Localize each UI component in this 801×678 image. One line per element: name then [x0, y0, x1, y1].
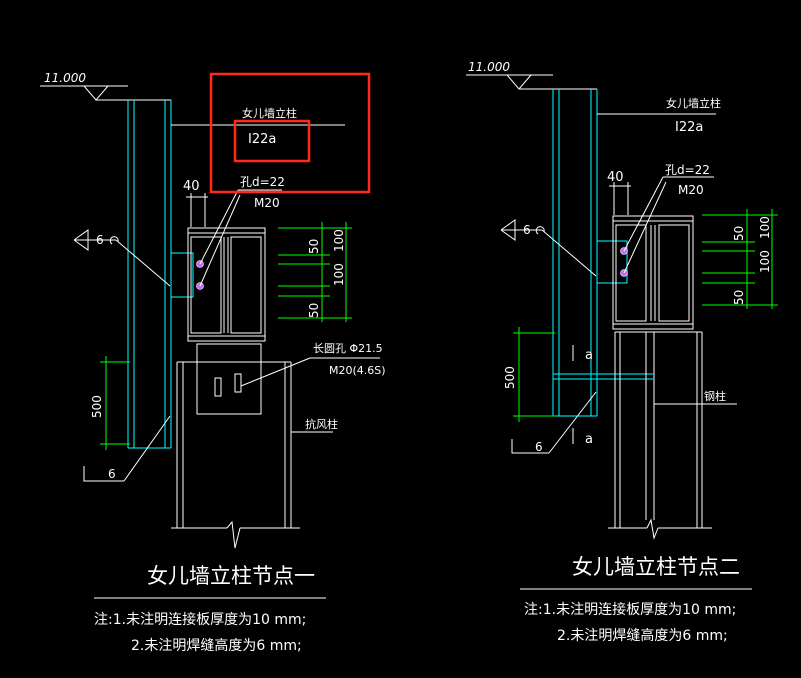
steel-column-label-2: 钢柱	[704, 389, 726, 403]
dim-plate-width-2	[609, 182, 631, 215]
weld-size-bottom-2: 6	[535, 440, 543, 454]
dim-50-top-2: 50	[732, 226, 746, 241]
dim-plate-width-1	[186, 193, 208, 227]
note1-1: 注:1.未注明连接板厚度为10 mm;	[94, 611, 306, 628]
slot-hole-label-1: 长圆孔 Φ21.5	[313, 342, 383, 355]
height-label-1: 500	[90, 395, 104, 418]
wind-column-1	[171, 343, 333, 549]
hole-leader-2	[623, 176, 714, 274]
weld-symbol-top-1	[73, 229, 171, 287]
height-label-2: 500	[503, 366, 517, 389]
dim-height-2	[513, 327, 555, 422]
weld-symbol-bottom-2	[511, 391, 597, 454]
hole-label-1: 孔d=22	[240, 175, 285, 189]
weld-size-top-1: 6	[96, 233, 104, 247]
dim-50-top-1: 50	[307, 239, 321, 254]
title-1: 女儿墙立柱节点一	[147, 564, 315, 588]
hole-label-2: 孔d=22	[665, 163, 710, 177]
plate-width-label-2: 40	[607, 170, 624, 185]
dim-100-bottom-1: 100	[332, 263, 346, 286]
elevation-label-2: 11.000	[468, 60, 510, 74]
highlight-box-inner	[233, 119, 311, 163]
note1-2: 注:1.未注明连接板厚度为10 mm;	[524, 601, 736, 618]
elevation-marker-2: 11.000	[466, 60, 597, 90]
connection-box-2	[612, 215, 694, 330]
wind-column-label-1: 抗风柱	[305, 417, 338, 431]
bolt-label-1: M20	[254, 196, 280, 210]
node-one: 11.000 4	[40, 71, 386, 654]
title-2: 女儿墙立柱节点二	[572, 555, 740, 579]
weld-symbol-bottom-1	[83, 415, 171, 482]
slot-hole-leader-1	[240, 357, 380, 387]
hole-leader-1	[199, 189, 282, 287]
dims-right-2	[702, 209, 778, 309]
section-label-1: I22a	[248, 132, 276, 147]
dim-50-bottom-2: 50	[732, 290, 746, 305]
slot-bolt-label-1: M20(4.6S)	[329, 364, 386, 377]
dim-50-bottom-1: 50	[307, 303, 321, 318]
connection-box-1	[187, 227, 266, 342]
dim-100-top-1: 100	[332, 229, 346, 252]
column-label-1: 女儿墙立柱	[242, 106, 297, 120]
dim-height-1	[100, 356, 130, 450]
weld-a1-2: a	[585, 348, 593, 363]
dims-right-1	[278, 222, 352, 322]
highlight-box-outer	[209, 72, 371, 194]
weld-size-top-2: 6	[523, 223, 531, 237]
plate-width-label-1: 40	[183, 179, 200, 194]
weld-a2-2: a	[585, 432, 593, 447]
elevation-marker-1: 11.000	[40, 71, 171, 101]
steel-column-2	[608, 331, 737, 540]
note2-1: 2.未注明焊缝高度为6 mm;	[131, 637, 302, 654]
dim-100-top-2: 100	[758, 216, 772, 239]
note2-2: 2.未注明焊缝高度为6 mm;	[557, 627, 728, 644]
dim-100-bottom-2: 100	[758, 250, 772, 273]
weld-size-bottom-1: 6	[108, 467, 116, 481]
bolt-label-2: M20	[678, 183, 704, 197]
parapet-column-1	[127, 100, 345, 449]
elevation-label-1: 11.000	[44, 71, 86, 85]
node-two: 11.000	[466, 60, 778, 644]
section-label-2: I22a	[675, 120, 703, 135]
parapet-column-2	[552, 89, 716, 417]
column-label-2: 女儿墙立柱	[666, 96, 721, 110]
weld-symbol-top-2	[500, 219, 597, 277]
